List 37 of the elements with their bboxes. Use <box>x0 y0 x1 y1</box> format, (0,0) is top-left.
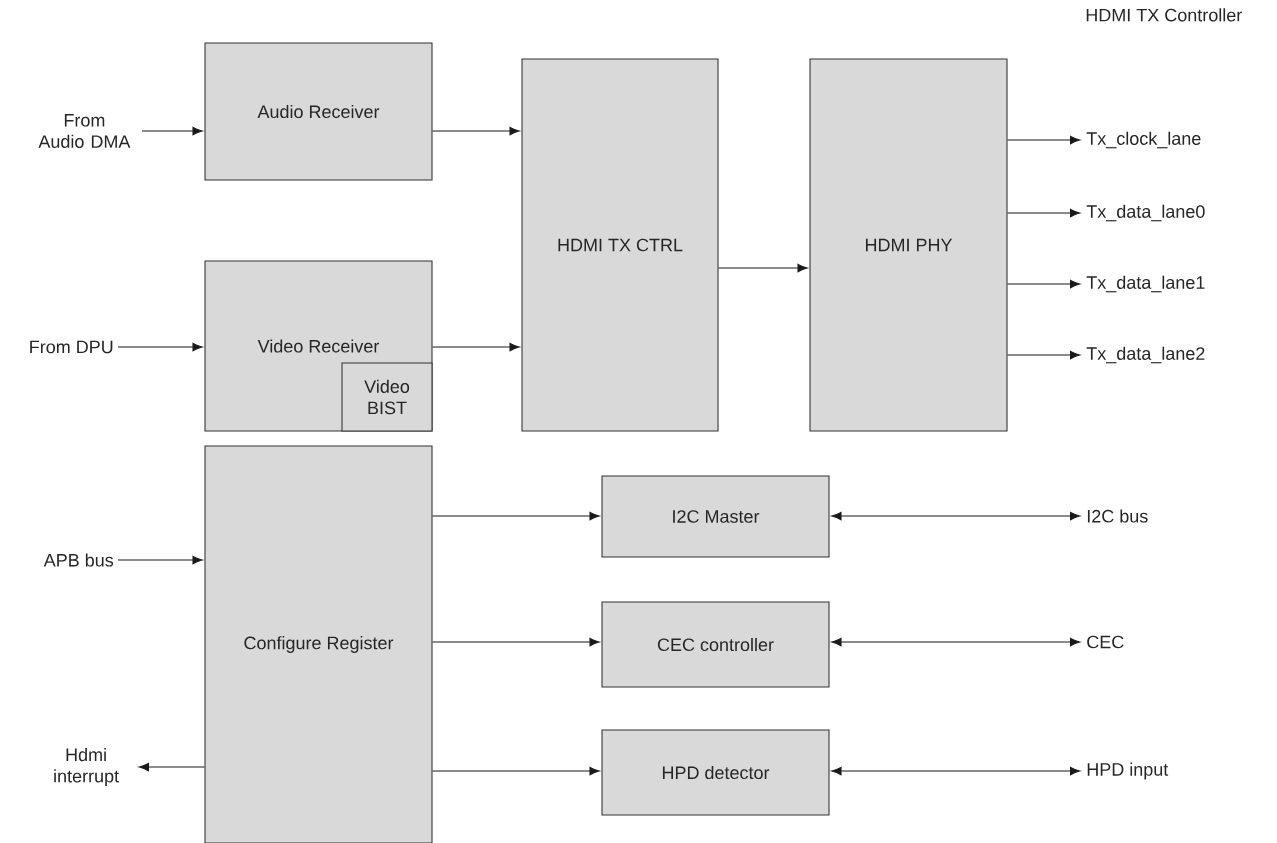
signal-label: HPD input <box>1087 762 1169 780</box>
signal-label: I2C bus <box>1087 509 1148 523</box>
arrow <box>1006 208 1081 218</box>
arrow <box>431 511 600 521</box>
signal-label: Tx_clock_lane <box>1086 131 1201 149</box>
arrow <box>1006 279 1081 289</box>
receiver-block: Audio Receiver <box>204 42 433 181</box>
controller-block: HDMI TX CTRL <box>521 58 719 432</box>
signal-label: From DPU <box>30 340 113 354</box>
arrow <box>141 126 203 136</box>
arrow <box>831 766 1081 776</box>
arrow <box>1006 135 1081 145</box>
signal-label: From Audio DMA <box>38 114 131 148</box>
signal-label: CEC <box>1087 635 1124 649</box>
diagram-title: HDMI TX Controller <box>1086 8 1242 22</box>
interface-block: CEC controller <box>601 601 830 688</box>
arrow <box>138 762 206 772</box>
bist-block: Video BIST <box>341 362 433 432</box>
signal-label: Tx_data_lane1 <box>1086 275 1205 293</box>
arrow <box>831 511 1081 521</box>
signal-label: Hdmi interrupt <box>54 747 119 787</box>
arrow <box>431 766 600 776</box>
arrow <box>717 263 808 273</box>
arrow <box>117 555 203 565</box>
arrow <box>1006 350 1081 360</box>
arrow <box>831 637 1081 647</box>
arrow <box>431 342 520 352</box>
phy-block: HDMI PHY <box>809 58 1008 432</box>
arrow <box>431 637 600 647</box>
signal-label: Tx_data_lane2 <box>1086 346 1205 364</box>
arrow <box>117 342 203 352</box>
register-block: Configure Register <box>204 445 433 843</box>
signal-label: Tx_data_lane0 <box>1086 204 1205 222</box>
arrow <box>431 126 520 136</box>
interface-block: HPD detector <box>601 729 830 816</box>
interface-block: I2C Master <box>601 475 830 558</box>
signal-label: APB bus <box>43 553 114 567</box>
